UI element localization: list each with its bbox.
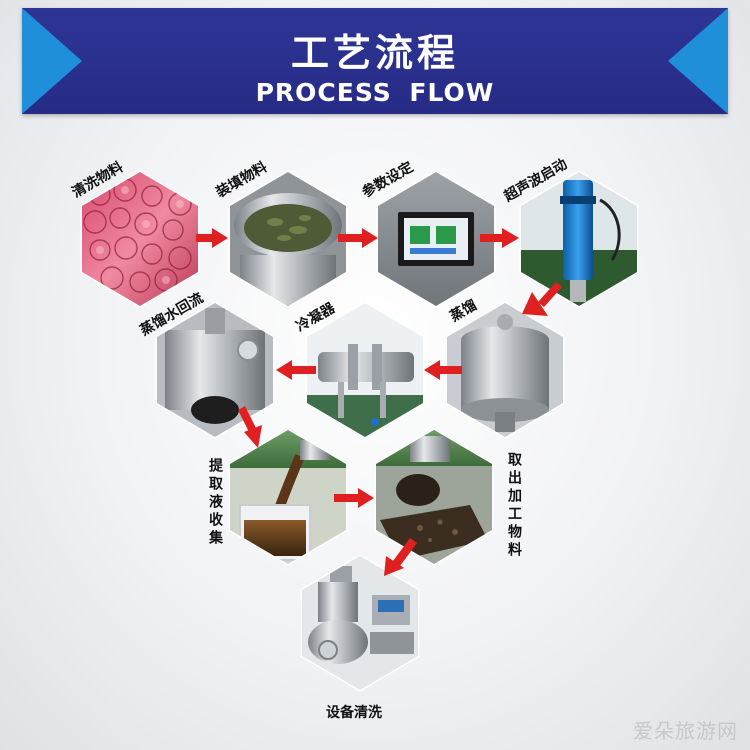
arrow-7-to-8 <box>238 406 262 448</box>
banner-left-triangle <box>22 8 82 114</box>
page-title: 工艺流程 <box>290 31 459 75</box>
arrow-8-to-9 <box>334 488 374 508</box>
step-8-label: 提取液收集 <box>207 458 223 548</box>
flow-arrows <box>196 228 562 576</box>
step-10-label: 设备清洗 <box>326 705 382 721</box>
step-9-label: 取出加工物料 <box>506 452 522 560</box>
page-subtitle: PROCESS FLOW <box>255 78 495 107</box>
arrow-9-to-10 <box>384 538 417 576</box>
step-7-image <box>155 301 275 439</box>
arrow-2-to-3 <box>338 228 378 248</box>
step-1-image <box>80 170 200 308</box>
arrow-6-to-7 <box>276 360 316 380</box>
step-9-image <box>374 428 494 566</box>
arrow-4-to-5 <box>522 282 562 316</box>
step-10-image <box>300 554 420 692</box>
arrow-3-to-4 <box>480 228 519 248</box>
step-2-image <box>228 170 348 308</box>
arrow-5-to-6 <box>424 360 462 380</box>
step-8-image <box>228 428 348 566</box>
arrow-1-to-2 <box>196 228 228 248</box>
step-5-image <box>445 301 565 439</box>
banner-right-triangle <box>668 8 728 114</box>
step-4-image <box>519 170 639 308</box>
site-watermark: 爱朵旅游网 <box>633 719 738 743</box>
header-banner: 工艺流程 PROCESS FLOW <box>22 8 728 114</box>
step-3-image <box>376 170 496 308</box>
